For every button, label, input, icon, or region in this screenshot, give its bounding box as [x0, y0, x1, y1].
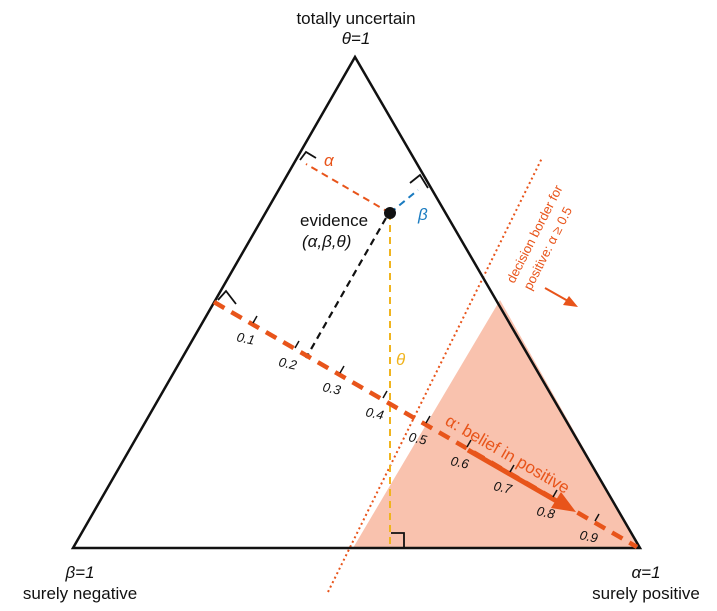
border-arrow-shaft — [544, 287, 569, 302]
positive-region — [353, 300, 640, 548]
tick-label: 0.1 — [235, 329, 256, 347]
alpha-axis-ticks — [252, 315, 600, 522]
theta-label: θ — [396, 350, 406, 369]
alpha-arrow-head — [551, 492, 576, 512]
right-vertex-label: surely positive — [592, 584, 700, 603]
right-vertex-value: α=1 — [631, 563, 660, 582]
beta-perpendicular — [389, 189, 419, 214]
right-angle-marker-theta — [391, 532, 405, 547]
top-vertex-label: totally uncertain — [296, 9, 415, 28]
tick-label: 0.7 — [492, 478, 514, 497]
evidence-label: evidence — [300, 211, 368, 230]
tick-label: 0.4 — [364, 404, 385, 422]
decision-border-line — [327, 157, 543, 593]
evidence-point — [384, 207, 396, 219]
right-angle-marker-alpha — [299, 150, 317, 161]
tick-label: 0.8 — [535, 503, 557, 522]
right-angle-marker-beta — [409, 173, 429, 189]
tick-label: 0.2 — [277, 354, 299, 373]
alpha-arrow-shaft — [466, 447, 562, 506]
beta-label: β — [417, 205, 428, 224]
alpha-perpendicular — [305, 163, 391, 214]
tick-label: 0.3 — [321, 379, 343, 398]
alpha-label: α — [324, 151, 335, 170]
right-angle-marker-axis — [217, 289, 237, 305]
left-vertex-label: surely negative — [23, 584, 137, 603]
tick-label: 0.5 — [407, 429, 429, 448]
tick-label: 0.6 — [449, 453, 471, 472]
evidence-tuple-label: (α,β,θ) — [302, 232, 351, 251]
left-vertex-value: β=1 — [64, 563, 94, 582]
border-arrow-head — [563, 296, 578, 307]
evidence-projection — [305, 217, 387, 359]
tick-label: 0.9 — [578, 527, 599, 545]
top-vertex-value: θ=1 — [342, 29, 371, 48]
